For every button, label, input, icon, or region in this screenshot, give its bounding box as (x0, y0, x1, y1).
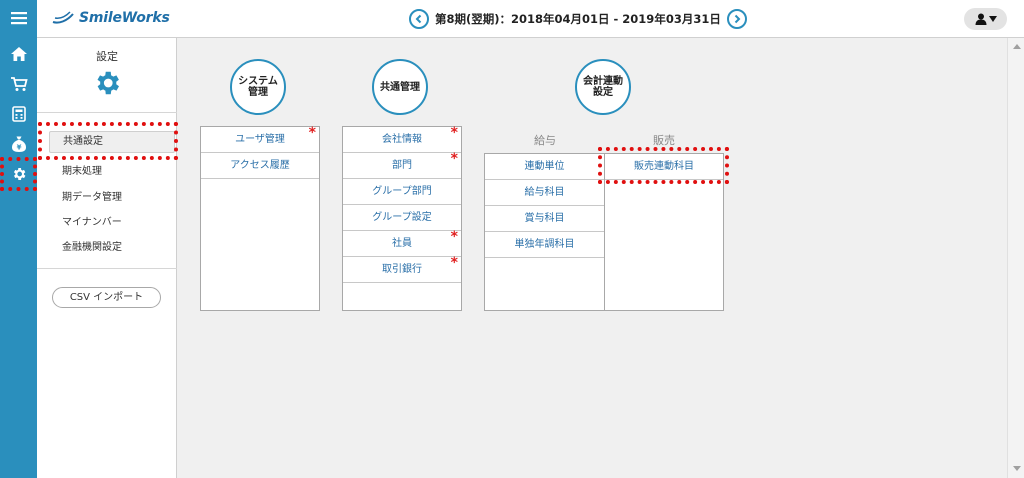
salary-link-list: 連動単位 給与科目 賞与科目 単独年調科目 (484, 153, 605, 311)
smileworks-logo-icon (52, 11, 74, 24)
list-item-group-settings[interactable]: グループ設定 (343, 205, 461, 231)
list-item-salary-account[interactable]: 給与科目 (485, 180, 604, 206)
home-icon (10, 47, 27, 61)
list-item-year-end-adjust-account[interactable]: 単独年調科目 (485, 232, 604, 258)
icon-rail: ¥ (0, 0, 37, 478)
brand-name: SmileWorks (79, 10, 170, 26)
vertical-scrollbar[interactable] (1007, 38, 1024, 478)
previous-period-button[interactable] (409, 9, 429, 29)
brand-logo[interactable]: SmileWorks (51, 10, 170, 26)
svg-text:¥: ¥ (16, 144, 21, 152)
menu-divider (37, 112, 177, 113)
menu-icon (10, 12, 27, 25)
chevron-right-icon (734, 14, 741, 24)
fiscal-period-nav: 第8期(翌期)：2018年04月01日 - 2019年03月31日 (409, 9, 747, 29)
common-management-badge: 共通管理 (372, 59, 428, 115)
list-item-bonus-account[interactable]: 賞与科目 (485, 206, 604, 232)
home-button[interactable] (0, 40, 37, 68)
accounting-button[interactable] (0, 100, 37, 128)
list-item-department[interactable]: 部門* (343, 151, 461, 179)
menu-item-year-end[interactable]: 期末処理 (62, 166, 102, 177)
list-item-link-unit[interactable]: 連動単位 (485, 154, 604, 180)
required-mark: * (450, 229, 458, 245)
gear-icon (13, 168, 25, 180)
user-icon (975, 13, 986, 25)
list-item-bank[interactable]: 取引銀行* (343, 255, 461, 283)
chevron-left-icon (415, 14, 422, 24)
common-title: 共通管理 (380, 81, 420, 93)
menu-divider (37, 268, 177, 269)
common-management-list: 会社情報* 部門* グループ部門 グループ設定 社員* 取引銀行* (342, 125, 462, 311)
list-item-company-info[interactable]: 会社情報* (343, 125, 461, 153)
system-title-line2: 管理 (247, 87, 268, 98)
sales-header: 販売 (653, 134, 675, 147)
accounting-title-line1: 会計連動 (583, 76, 623, 87)
menu-item-common-settings[interactable]: 共通設定 (49, 131, 175, 153)
calculator-icon (11, 106, 26, 122)
scroll-down-arrow-icon[interactable] (1013, 466, 1021, 471)
list-item-employee[interactable]: 社員* (343, 229, 461, 257)
scroll-up-arrow-icon[interactable] (1013, 44, 1021, 49)
menu-toggle-button[interactable] (0, 4, 37, 32)
required-mark: * (308, 125, 316, 141)
system-management-badge: システム管理 (230, 59, 286, 115)
payroll-button[interactable]: ¥ (0, 130, 37, 158)
accounting-title-line2: 設定 (593, 87, 613, 98)
list-item-group-department[interactable]: グループ部門 (343, 179, 461, 205)
menu-item-financial-institutions[interactable]: 金融機関設定 (62, 242, 122, 253)
settings-gear-icon (97, 71, 119, 95)
list-item-user-management[interactable]: ユーザ管理* (201, 125, 319, 153)
user-menu-button[interactable] (964, 8, 1007, 30)
required-mark: * (450, 255, 458, 271)
system-management-list: ユーザ管理* アクセス履歴 (200, 125, 320, 311)
salary-header: 給与 (534, 134, 556, 147)
header-bar: SmileWorks 第8期(翌期)：2018年04月01日 - 2019年03… (37, 0, 1024, 38)
accounting-link-badge: 会計連動設定 (575, 59, 631, 115)
cart-icon (10, 77, 28, 91)
required-mark: * (450, 125, 458, 141)
menu-item-my-number[interactable]: マイナンバー (62, 217, 122, 228)
chevron-down-icon (988, 16, 997, 22)
list-item-sales-link-account[interactable]: 販売連動科目 (605, 154, 723, 180)
settings-title: 設定 (96, 50, 118, 63)
money-bag-icon: ¥ (11, 136, 26, 152)
system-title-line1: システム (238, 76, 278, 87)
list-item-access-history[interactable]: アクセス履歴 (201, 153, 319, 179)
settings-button[interactable] (0, 160, 37, 188)
csv-import-button[interactable]: CSV インポート (52, 287, 161, 308)
sales-button[interactable] (0, 70, 37, 98)
menu-item-period-data[interactable]: 期データ管理 (62, 192, 122, 203)
next-period-button[interactable] (726, 9, 747, 29)
settings-menu: 設定 共通設定 期末処理 期データ管理 マイナンバー 金融機関設定 CSV イン… (37, 38, 177, 478)
fiscal-period-label: 第8期(翌期)：2018年04月01日 - 2019年03月31日 (435, 12, 721, 26)
required-mark: * (450, 151, 458, 167)
sales-link-list: 販売連動科目 (604, 153, 724, 311)
